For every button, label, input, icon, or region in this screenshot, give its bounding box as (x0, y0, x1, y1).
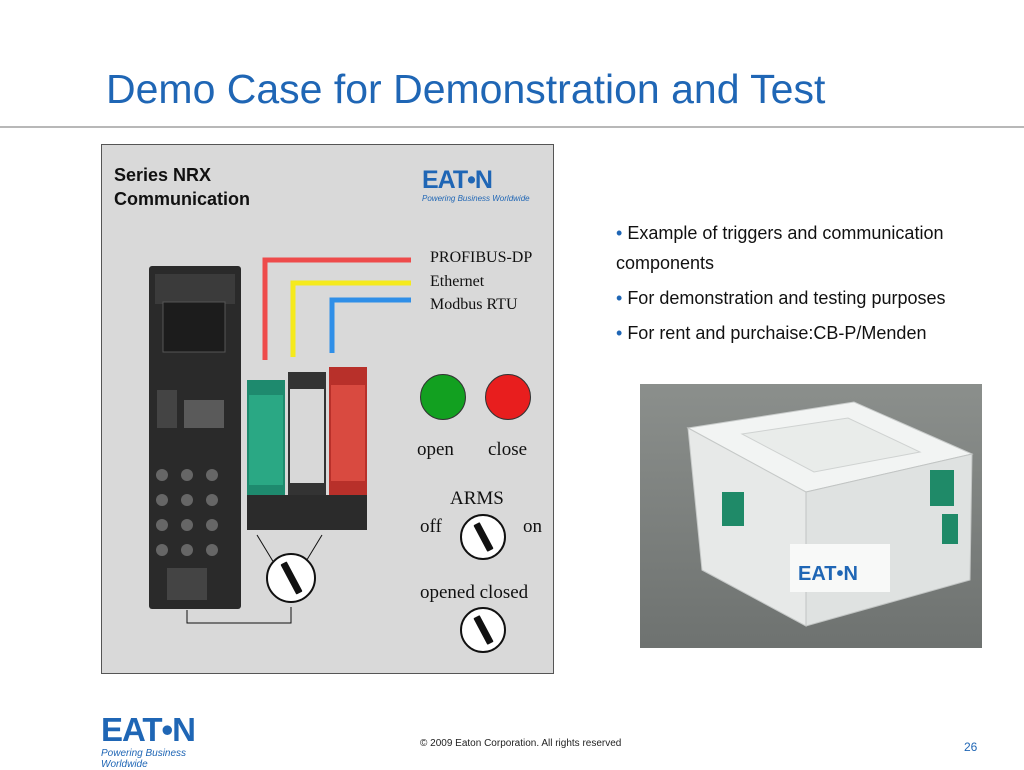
device-selector-knob (280, 561, 303, 595)
case-logo-text: EAT•N (798, 563, 858, 585)
panel-heading-line1: Series NRX (114, 165, 212, 185)
bullet-item: • For rent and purchaise:CB-P/Menden (616, 323, 927, 343)
bullet-item: • Example of triggers and communication … (616, 223, 944, 273)
copyright-text: © 2009 Eaton Corporation. All rights res… (420, 738, 622, 749)
slide-title: Demo Case for Demonstration and Test (106, 66, 826, 112)
page-number: 26 (964, 740, 978, 754)
bullet-text: Example of triggers and communication co… (616, 223, 944, 273)
bullet-list: • Example of triggers and communication … (616, 218, 1016, 353)
eaton-logo: EAT•N Powering Business Worldwide (422, 167, 532, 207)
open-label: open (417, 439, 454, 460)
eaton-logo-word: EAT•N (422, 166, 493, 194)
open-button (420, 374, 466, 420)
arms-switch (460, 514, 506, 560)
device-selector-switch (266, 553, 316, 603)
demo-case-diagram: Series NRX Communication EAT•N Powering … (101, 144, 554, 674)
bullet-text: For demonstration and testing purposes (627, 288, 946, 308)
arms-on-label: on (523, 516, 542, 537)
eaton-logo-tagline: Powering Business Worldwide (422, 194, 530, 203)
footer-eaton-logo: EAT•N Powering Business Worldwide (101, 711, 231, 770)
footer-logo-word: EAT•N (101, 711, 196, 748)
panel-heading-line2: Communication (114, 189, 251, 209)
title-divider (0, 126, 1024, 128)
close-label: close (488, 439, 528, 460)
protocol-label-ethernet: Ethernet (430, 273, 485, 290)
opened-closed-switch-knob (473, 615, 494, 645)
protocol-label-modbus: Modbus RTU (430, 296, 518, 313)
demo-case-photo: EAT•N (640, 384, 982, 648)
footer-logo-tagline: Powering Business Worldwide (101, 748, 187, 770)
arms-label: ARMS (450, 488, 504, 509)
opened-closed-label: opened closed (420, 582, 529, 603)
arms-off-label: off (420, 516, 442, 537)
arms-switch-knob (473, 522, 494, 552)
opened-closed-switch (460, 607, 506, 653)
protocol-label-profibus: PROFIBUS-DP (430, 249, 533, 266)
panel-heading: Series NRX Communication (114, 163, 250, 211)
device-illustration (149, 257, 411, 624)
bullet-text: For rent and purchaise:CB-P/Menden (627, 323, 927, 343)
demo-case-image: EAT•N (640, 384, 982, 648)
close-button (485, 374, 531, 420)
bullet-item: • For demonstration and testing purposes (616, 288, 946, 308)
